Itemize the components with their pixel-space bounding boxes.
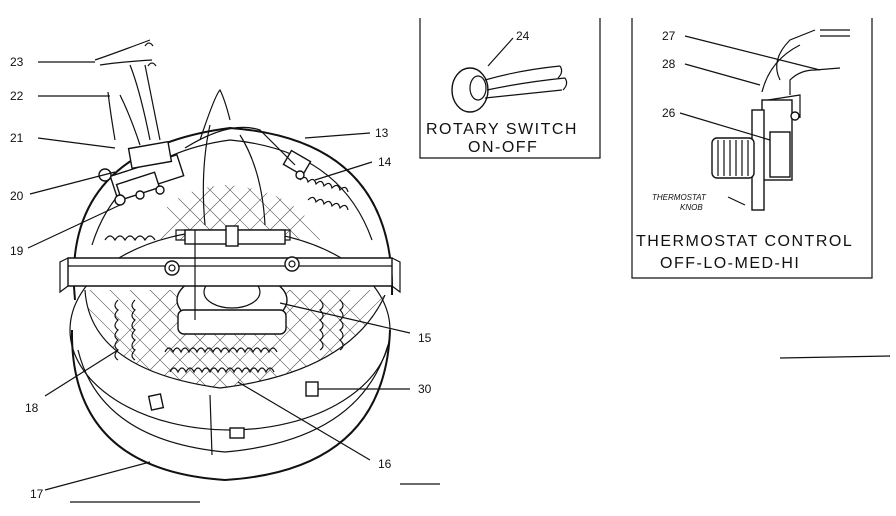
callout-22: 22 xyxy=(10,89,24,103)
leader-lines xyxy=(27,61,891,503)
rotary-switch-caption: ROTARY SWITCH xyxy=(426,121,578,138)
callout-21: 21 xyxy=(10,131,24,145)
callout-18: 18 xyxy=(25,401,39,415)
callout-13: 13 xyxy=(375,126,389,140)
base-housing xyxy=(70,329,391,482)
callout-27: 27 xyxy=(662,29,676,43)
hex-nut xyxy=(284,256,300,272)
callout-24: 24 xyxy=(516,29,530,43)
top-housing-rim xyxy=(72,126,394,301)
block-30 xyxy=(305,381,319,397)
callout-19: 19 xyxy=(10,244,24,258)
callout-23: 23 xyxy=(10,55,24,69)
power-cord xyxy=(94,39,296,320)
thermostat-knob-label: THERMOSTAT xyxy=(652,193,707,202)
thermostat-inset: 27 28 26 THERMOSTAT KNOB THERMOSTAT CONT… xyxy=(631,18,873,279)
callout-20: 20 xyxy=(10,189,24,203)
callout-28: 28 xyxy=(662,57,676,71)
callout-15: 15 xyxy=(418,331,432,345)
callout-17: 17 xyxy=(30,487,44,501)
thermostat-subcaption: OFF-LO-MED-HI xyxy=(660,255,800,272)
rotary-switch-inset: 24 ROTARY SWITCH ON-OFF xyxy=(419,18,601,159)
callout-labels: 23 22 21 20 19 18 17 13 14 15 30 16 xyxy=(10,55,432,501)
callout-16: 16 xyxy=(378,457,392,471)
base-clip xyxy=(229,427,245,439)
switch-assembly xyxy=(98,140,185,206)
callout-14: 14 xyxy=(378,155,392,169)
callout-26: 26 xyxy=(662,106,676,120)
mounting-bracket xyxy=(67,257,393,287)
base-foot xyxy=(147,393,165,411)
thermostat-knob xyxy=(711,137,755,179)
rotary-switch-subcaption: ON-OFF xyxy=(468,139,538,156)
thermostat-caption: THERMOSTAT CONTROL xyxy=(636,233,853,250)
hex-nut xyxy=(164,260,180,276)
heater-assembly xyxy=(59,39,401,482)
callout-30: 30 xyxy=(418,382,432,396)
thermostat-knob-label-2: KNOB xyxy=(680,203,703,212)
